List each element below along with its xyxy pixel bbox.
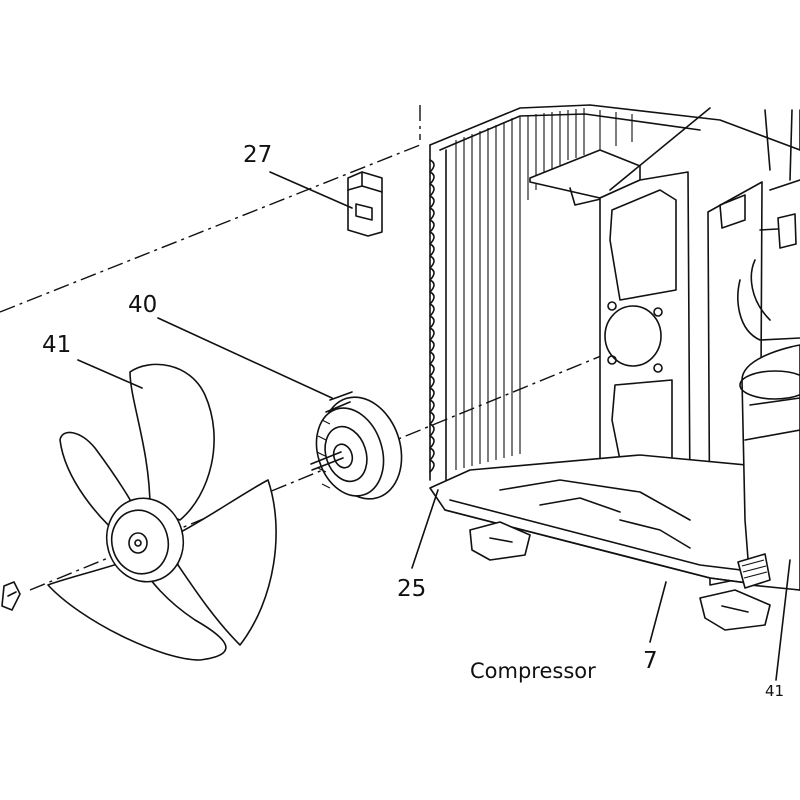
label-part-41-compressor: 41 bbox=[765, 682, 784, 700]
diagram-caption: Compressor bbox=[470, 659, 596, 683]
label-part-27: 27 bbox=[243, 142, 272, 168]
label-part-25: 25 bbox=[397, 576, 426, 602]
label-part-7: 7 bbox=[643, 648, 658, 674]
label-part-41-fan: 41 bbox=[42, 332, 71, 358]
condenser-frame bbox=[429, 104, 800, 631]
label-part-40: 40 bbox=[128, 292, 157, 318]
leader-lines bbox=[77, 107, 791, 681]
fan-motor-part bbox=[310, 391, 403, 500]
bracket-part bbox=[347, 171, 383, 237]
fan-blade-part bbox=[1, 363, 277, 661]
